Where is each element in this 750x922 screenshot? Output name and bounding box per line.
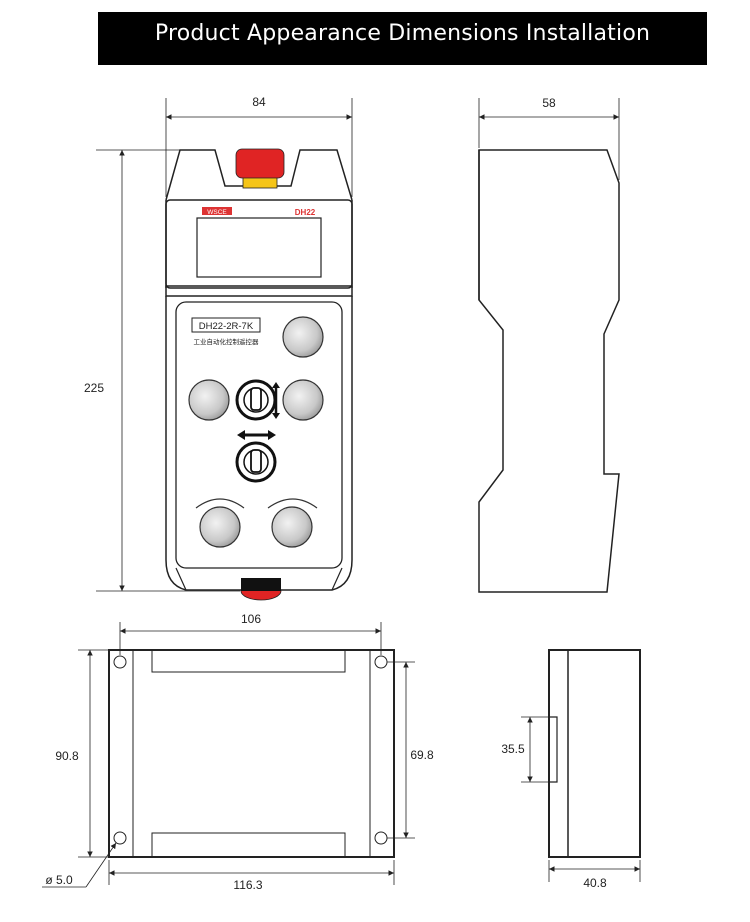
mount-hole-top-left: [113, 655, 127, 669]
dim-receiver-width: 106: [241, 612, 261, 626]
remote-side-view: [478, 149, 620, 593]
mount-hole-bottom-right: [374, 831, 388, 845]
knob-guard-right: [267, 498, 318, 509]
rotary-selector-vertical-icon: [235, 379, 280, 421]
model-label-box: [191, 317, 261, 333]
dim-front-height: 225: [84, 381, 104, 395]
model-subtitle: 工业自动化控制遥控器: [194, 337, 260, 346]
page-title: Product Appearance Dimensions Installati…: [154, 21, 651, 89]
horizontal-arrow-icon: [237, 430, 276, 440]
bottom-key-icon: [240, 578, 282, 601]
rotary-knob-right: [271, 506, 313, 548]
brand-logo: WSCE: [202, 207, 232, 216]
logo-text: WSCE: [207, 209, 227, 216]
dim-rail-height: 35.5: [501, 742, 525, 756]
mount-hole-top-right: [374, 655, 388, 669]
title-bar: Product Appearance Dimensions Installati…: [98, 12, 707, 89]
dim-receiver-height: 90.8: [55, 749, 79, 763]
dim-receiver-depth: 40.8: [583, 876, 607, 890]
rotary-knob-left: [199, 506, 241, 548]
push-button-top-right: [282, 316, 324, 358]
dim-hole-spacing: 69.8: [410, 748, 434, 762]
emergency-stop-icon: [235, 148, 285, 189]
receiver-front-view: [108, 649, 395, 858]
rotary-selector-horizontal-icon: [235, 441, 277, 483]
model-label: DH22-2R-7K: [199, 321, 254, 332]
receiver-side-view: [548, 649, 641, 858]
dim-front-width: 84: [252, 95, 266, 109]
dim-hole-diameter: ø 5.0: [45, 873, 73, 887]
dim-receiver-outer-width: 116.3: [233, 878, 262, 892]
dim-side-depth: 58: [542, 96, 556, 110]
brand-label: DH22: [295, 208, 316, 217]
remote-front-view: [165, 149, 353, 591]
mount-hole-bottom-left: [113, 831, 127, 845]
push-button-right: [282, 379, 324, 421]
push-button-left: [188, 379, 230, 421]
knob-guard-left: [195, 498, 245, 509]
